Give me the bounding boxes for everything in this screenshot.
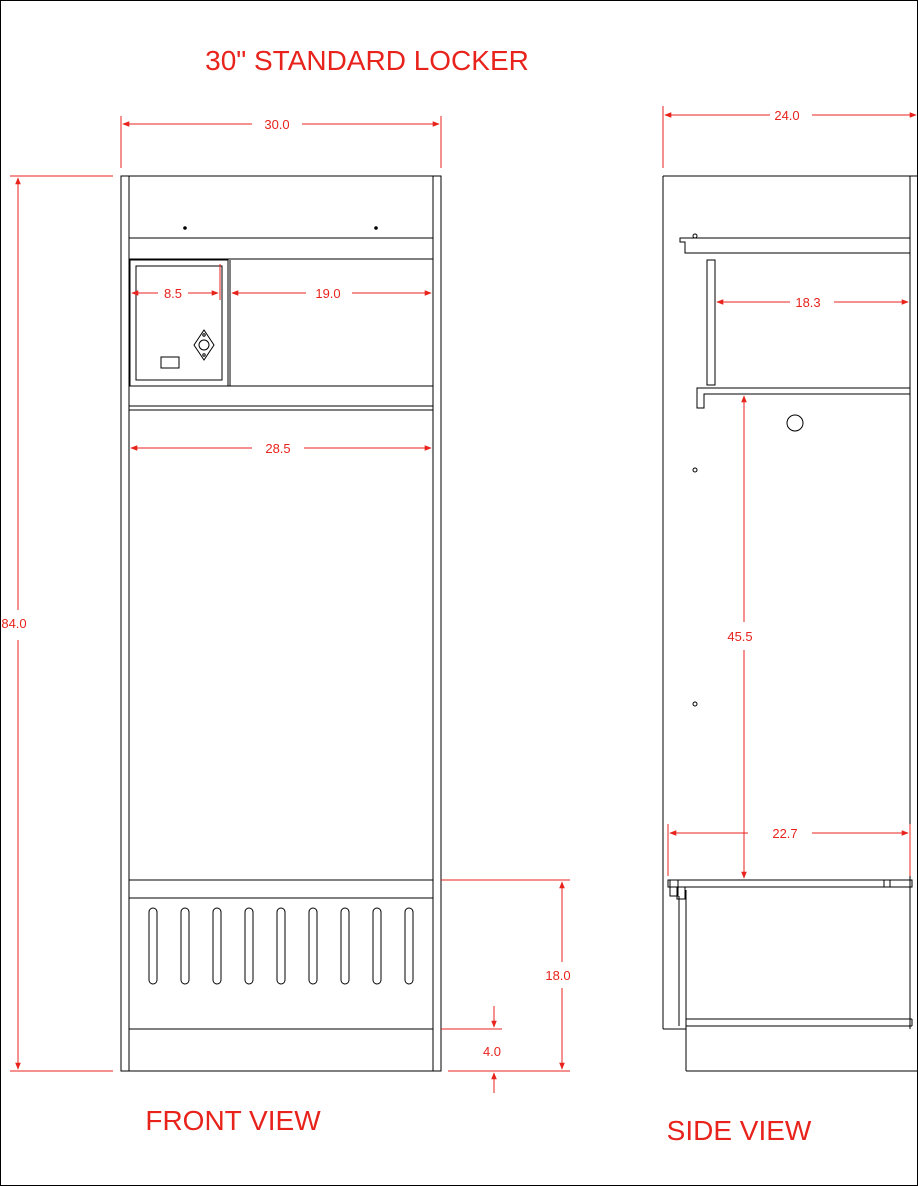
dim-bottom-height: 18.0	[545, 968, 570, 983]
dim-height: 84.0	[1, 616, 26, 631]
dim-shelf-width: 19.0	[315, 286, 340, 301]
drawing-title: 30" STANDARD LOCKER	[205, 45, 529, 76]
dim-safe-width: 8.5	[164, 286, 182, 301]
side-view	[662, 175, 918, 1072]
front-view	[120, 175, 442, 1072]
hook-hole	[786, 414, 804, 432]
dim-base-height: 4.0	[483, 1044, 501, 1059]
dim-side-shelf-depth: 18.3	[795, 295, 820, 310]
safe-label-plate	[160, 356, 180, 369]
side-view-label: SIDE VIEW	[667, 1115, 812, 1146]
dim-side-hang-height: 45.5	[727, 629, 752, 644]
front-cabinet-outline	[120, 175, 442, 1072]
dim-side-bottom-depth: 22.7	[772, 826, 797, 841]
dim-side-depth: 24.0	[774, 108, 799, 123]
front-view-label: FRONT VIEW	[145, 1105, 321, 1136]
dim-front-width: 30.0	[264, 117, 289, 132]
safe-lock-icon	[193, 329, 215, 361]
vent-slots	[148, 907, 414, 985]
dim-interior-width: 28.5	[265, 441, 290, 456]
front-dimensions	[10, 116, 570, 1093]
side-dimensions	[662, 106, 917, 879]
